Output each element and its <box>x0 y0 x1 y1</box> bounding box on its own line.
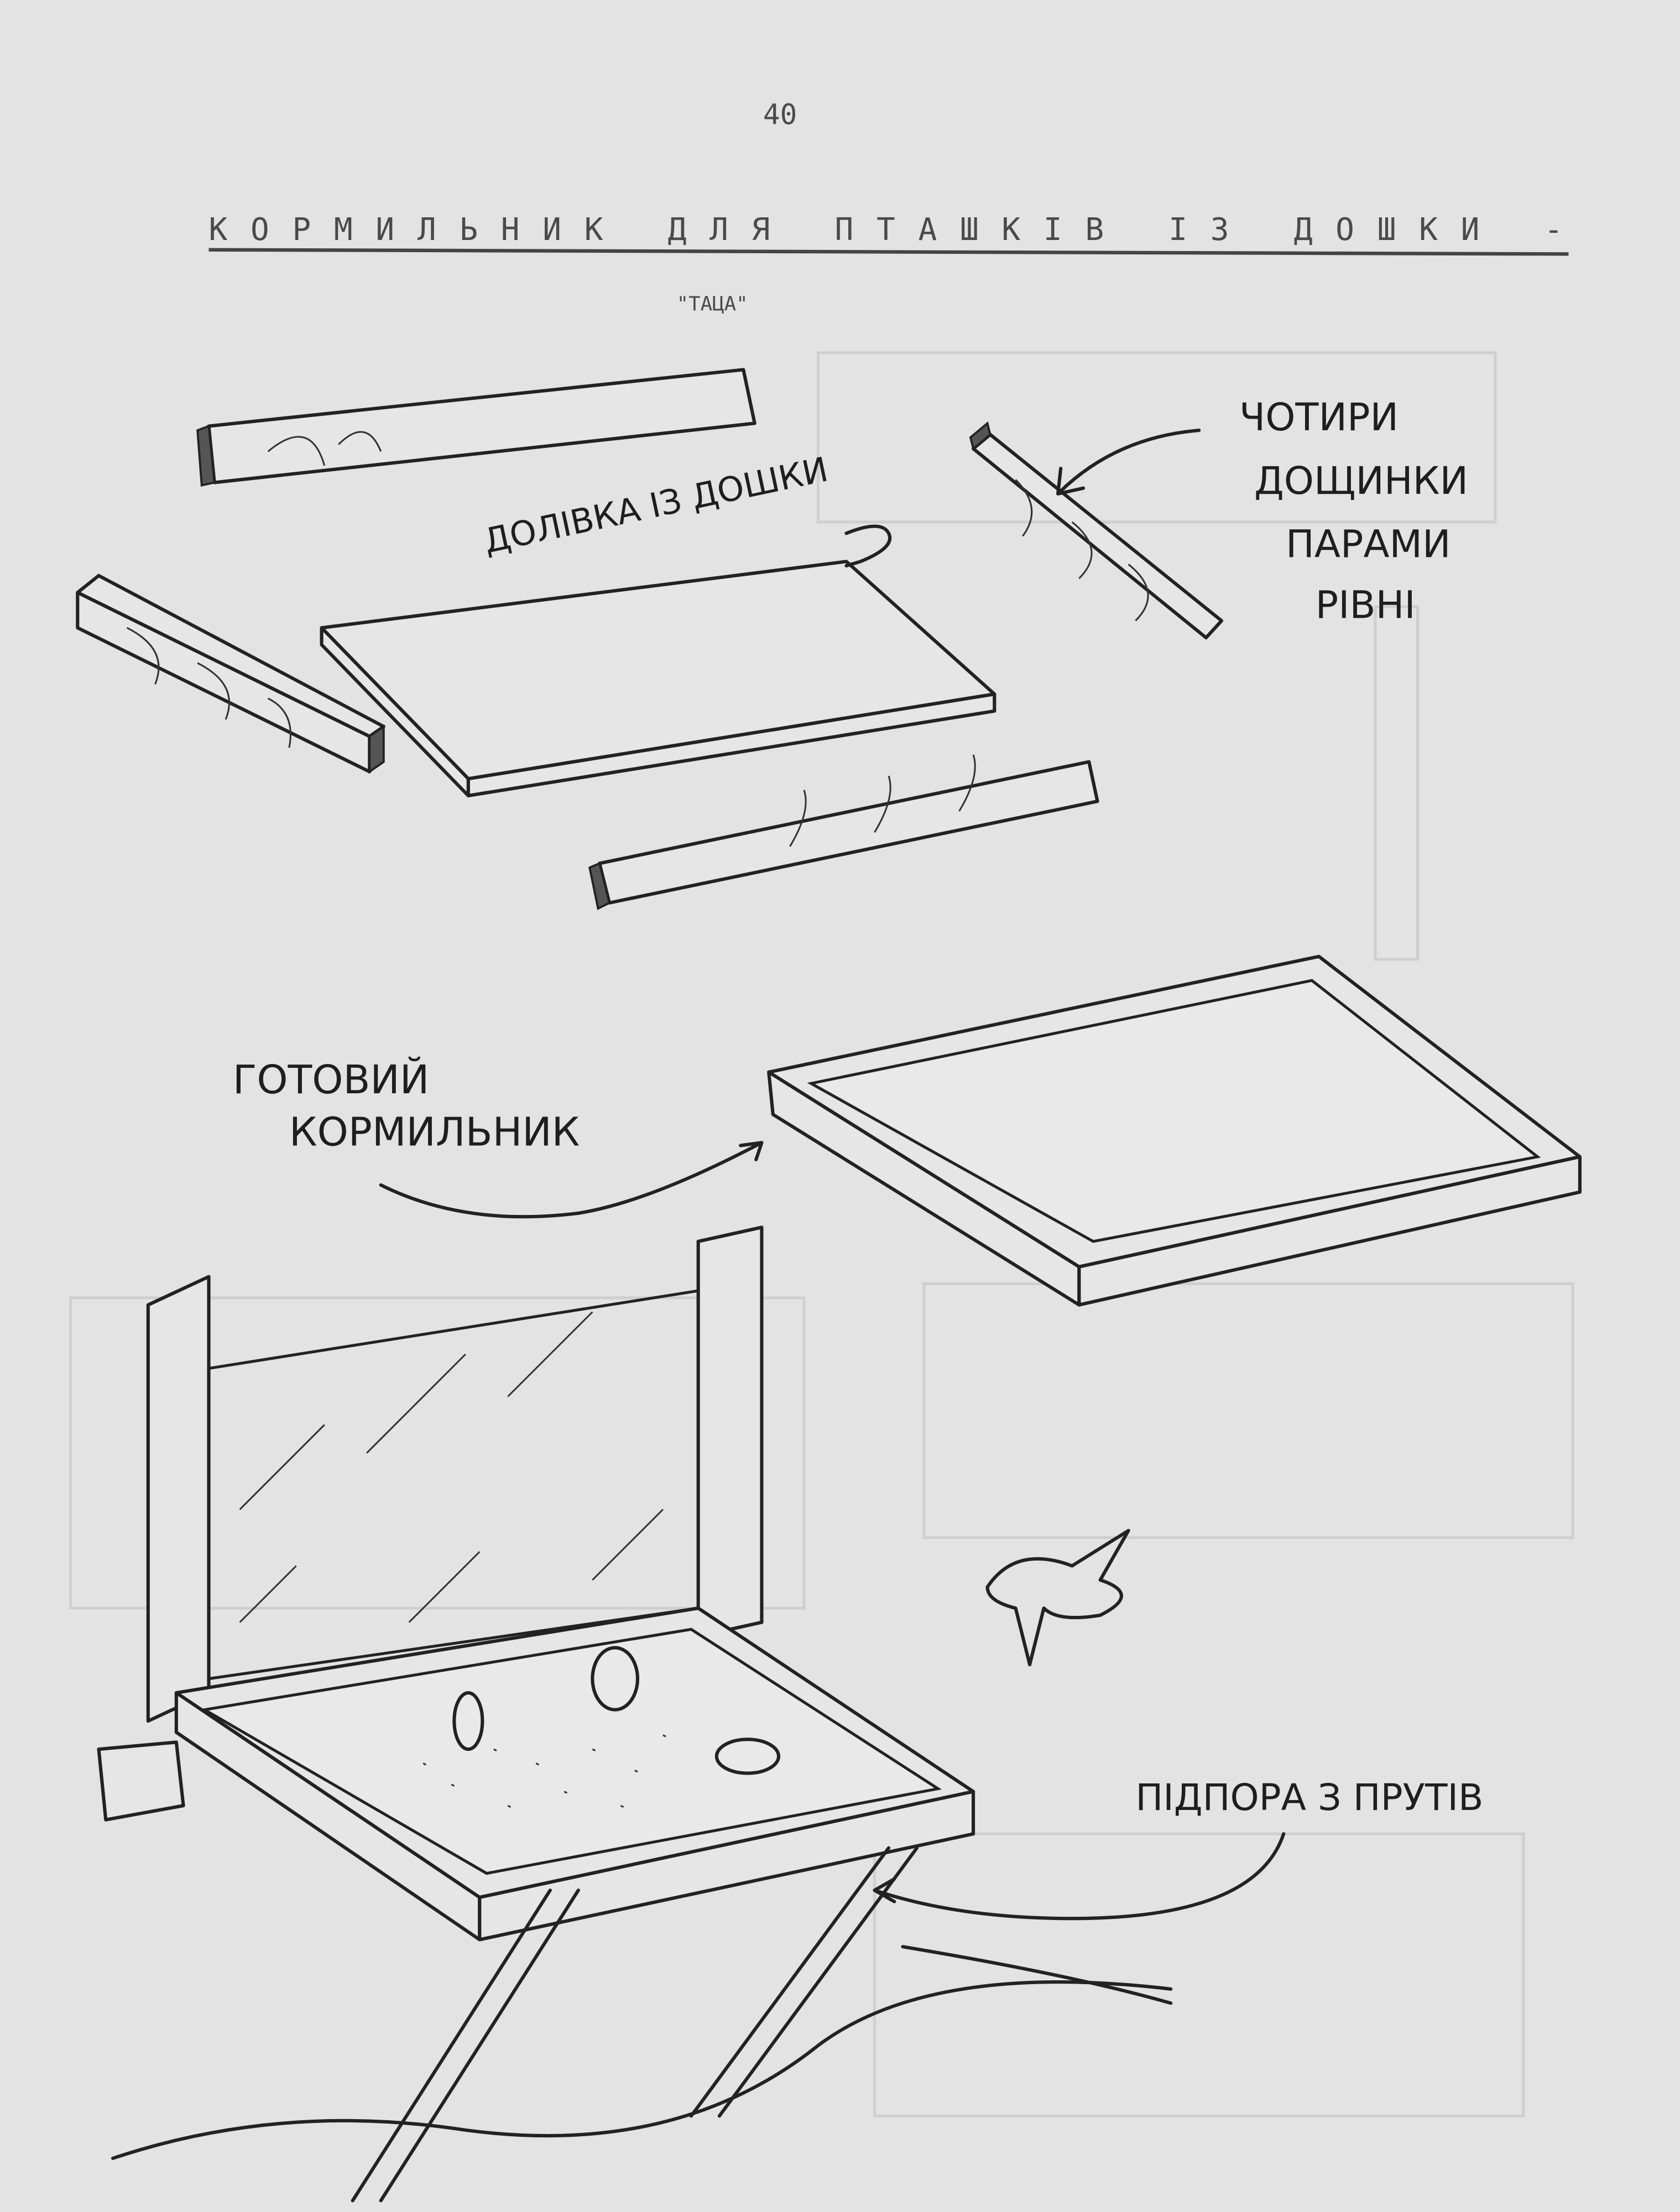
page-title: КОРМИЛЬНИК ДЛЯ ПТАШКІВ ІЗ ДОШКИ - <box>209 212 1563 248</box>
label-floor-board: ДОЛІВКА ІЗ ДОШКИ <box>480 450 831 561</box>
right-board <box>969 421 1224 640</box>
top-board <box>196 368 756 487</box>
floor-board <box>320 560 996 797</box>
label-four-boards: ЧОТИРИ ДОЩИНКИ ПАРАМИ РІВНІ <box>1239 395 1468 627</box>
svg-text:КОРМИЛЬНИК: КОРМИЛЬНИК <box>289 1109 580 1155</box>
birds <box>422 1528 1130 1808</box>
bleed-through <box>69 351 1574 2117</box>
label-ready-feeder: ГОТОВИЙ КОРМИЛЬНИК <box>233 1056 580 1155</box>
page-number: 40 <box>763 99 797 132</box>
assembled-tray <box>767 954 1582 1307</box>
left-board <box>76 573 385 774</box>
svg-text:ГОТОВИЙ: ГОТОВИЙ <box>233 1056 429 1103</box>
svg-text:РІВНІ: РІВНІ <box>1316 583 1416 627</box>
label-support: ПІДПОРА З ПРУТІВ <box>1135 1776 1483 1819</box>
arrow <box>1056 429 1201 496</box>
svg-text:ЧОТИРИ: ЧОТИРИ <box>1239 395 1399 440</box>
page-subtitle: "ТАЦА" <box>677 293 748 315</box>
arrow <box>379 1141 764 1219</box>
title-underline <box>208 248 1569 256</box>
bottom-board <box>588 754 1099 910</box>
svg-text:ДОЩИНКИ: ДОЩИНКИ <box>1254 459 1468 503</box>
arrow <box>873 1832 1286 1921</box>
ground-line <box>901 1945 1173 2005</box>
feeder-with-posts <box>97 1225 1173 2203</box>
arrow <box>844 524 892 568</box>
svg-text:ПАРАМИ: ПАРАМИ <box>1286 523 1451 567</box>
